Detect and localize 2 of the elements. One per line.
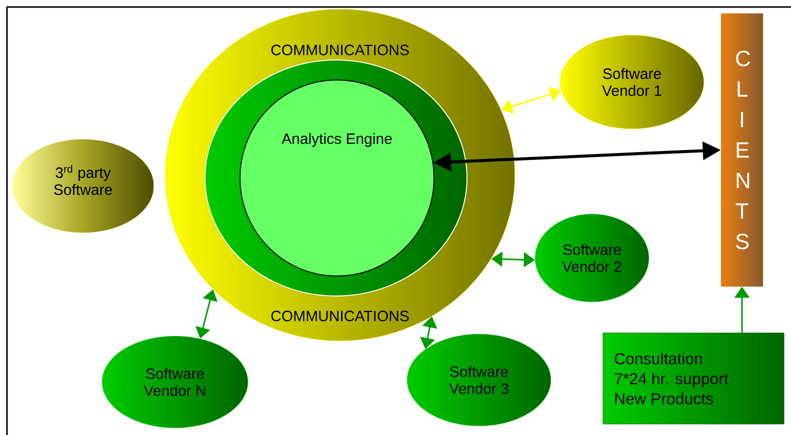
clients-bar: C L I E N T S (720, 13, 764, 287)
info-box: Consultation 7*24 hr. support New Products (602, 332, 784, 424)
